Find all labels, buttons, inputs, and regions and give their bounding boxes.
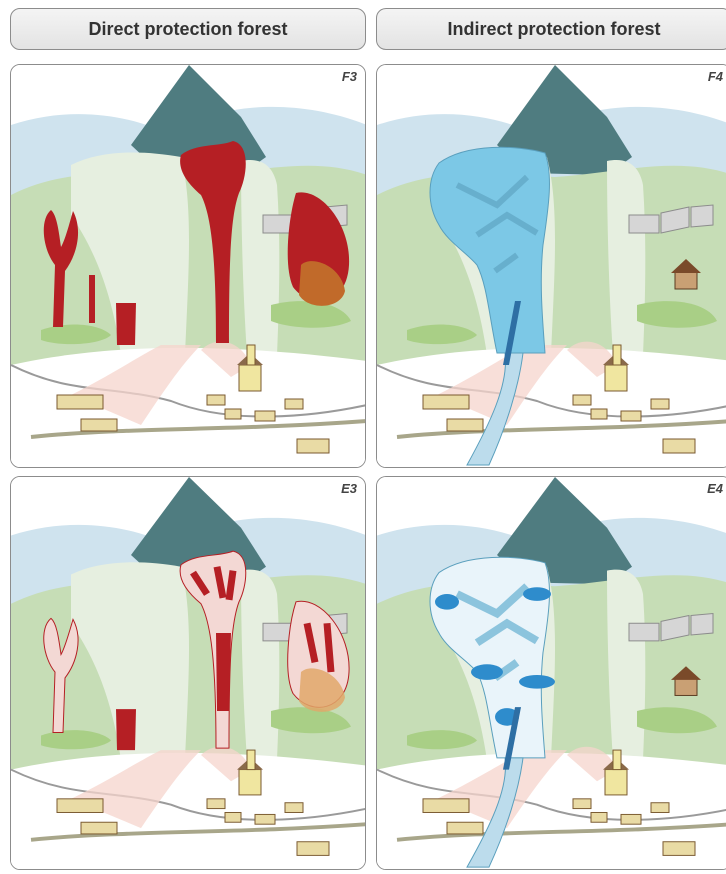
header-indirect-protection-forest: Indirect protection forest	[376, 8, 726, 50]
panel-f3: F3	[10, 64, 366, 468]
panel-f3-illustration	[11, 65, 366, 468]
panel-f4-illustration	[377, 65, 726, 468]
header-direct-protection-forest: Direct protection forest	[10, 8, 366, 50]
panel-label-e3: E3	[341, 481, 357, 496]
panel-e3: E3	[10, 476, 366, 870]
panel-label-e4: E4	[707, 481, 723, 496]
panel-label-f4: F4	[708, 69, 723, 84]
panel-f4: F4	[376, 64, 726, 468]
panel-e4: E4	[376, 476, 726, 870]
panel-label-f3: F3	[342, 69, 357, 84]
panel-e4-illustration	[377, 477, 726, 870]
panel-e3-illustration	[11, 477, 366, 870]
